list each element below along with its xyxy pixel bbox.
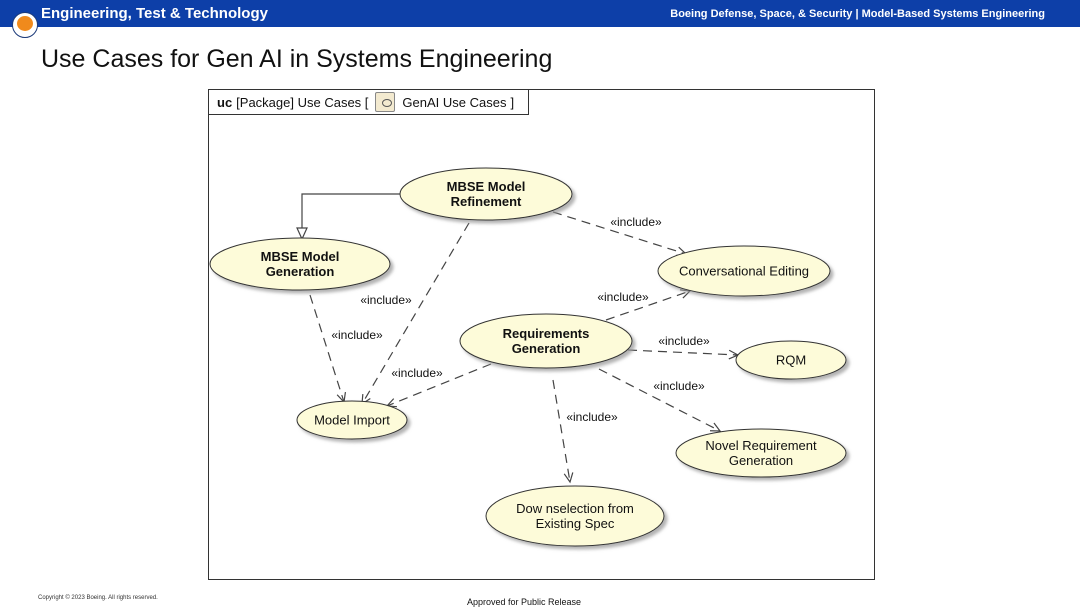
include-label: «include»: [658, 334, 710, 348]
frame-label-prefix: [Package] Use Cases [: [236, 94, 369, 110]
package-icon: [375, 92, 396, 112]
include-edge-req-rqm: «include»: [627, 334, 740, 360]
use-case-rqm[interactable]: RQM: [735, 340, 847, 380]
include-label: «include»: [391, 366, 443, 380]
include-edge-req-down: «include»: [552, 379, 618, 484]
use-case-conv[interactable]: Conversational Editing: [657, 245, 831, 297]
use-case-import[interactable]: Model Import: [296, 400, 408, 440]
include-edge-req-conv: «include»: [597, 289, 692, 321]
include-label: «include»: [597, 290, 649, 304]
frame-label-suffix: ]: [510, 94, 515, 110]
include-label: «include»: [360, 293, 412, 307]
use-case-label: Model Import: [314, 413, 390, 428]
frame-label-name: GenAI Use Cases: [402, 94, 507, 110]
include-label: «include»: [566, 410, 618, 424]
boeing-logo-icon: [12, 12, 38, 38]
generalization-edge: [296, 193, 400, 241]
frame-label: uc [Package] Use Cases [ GenAI Use Cases…: [209, 90, 530, 115]
frame-keyword: uc: [217, 94, 233, 110]
copyright-notice: Copyright © 2023 Boeing. All rights rese…: [38, 595, 158, 601]
org-title: Boeing Defense, Space, & Security | Mode…: [670, 8, 1045, 20]
header-bar: Engineering, Test & Technology Boeing De…: [0, 0, 1080, 27]
use-case-label: Conversational Editing: [679, 264, 809, 279]
include-edge-refine-conv: «include»: [552, 211, 688, 257]
use-case-label: RQM: [776, 353, 806, 368]
section-title: Engineering, Test & Technology: [41, 5, 268, 22]
include-label: «include»: [610, 215, 662, 229]
diagram-frame: uc [Package] Use Cases [ GenAI Use Cases…: [208, 89, 875, 580]
approval-notice: Approved for Public Release: [467, 597, 582, 607]
include-edge-req-novel: «include»: [598, 368, 722, 432]
include-label: «include»: [331, 328, 383, 342]
include-label: «include»: [653, 379, 705, 393]
include-edge-req-import: «include»: [385, 363, 492, 408]
slide-title: Use Cases for Gen AI in Systems Engineer…: [41, 45, 553, 73]
include-edge-gen-import: «include»: [309, 294, 383, 404]
